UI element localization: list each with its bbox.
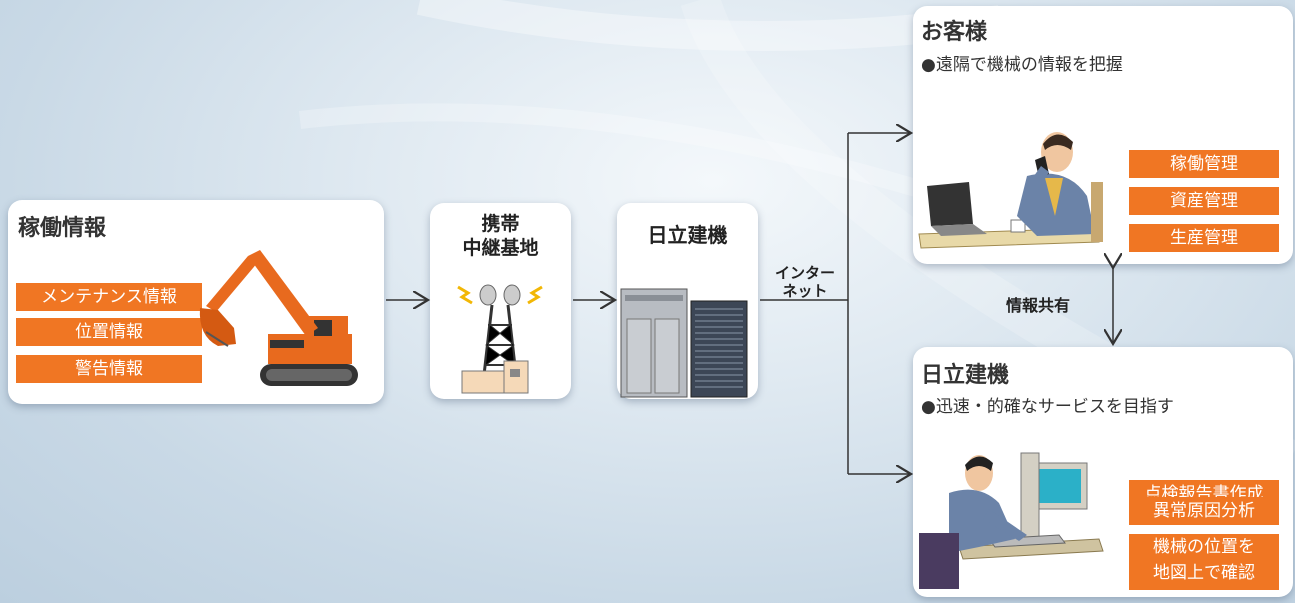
info-share-label: 情報共有	[1006, 296, 1071, 315]
hitachi-service-subtitle: ●迅速・的確なサービスを目指す	[921, 397, 1174, 417]
hitachi-server-card: 日立建機	[617, 203, 758, 399]
relay-title-line1: 携帯	[481, 213, 520, 235]
operation-info-card: 稼働情報 メンテナンス情報 位置情報 警告情報	[8, 200, 384, 404]
map-location-tag-line2: 地図上で確認	[1153, 563, 1255, 583]
location-info-tag: 位置情報	[16, 318, 202, 346]
customer-title: お客様	[921, 20, 988, 45]
internet-label-line1: インター	[774, 264, 835, 282]
hitachi-service-card: 日立建機 ●迅速・的確なサービスを目指す 点検報告書作成 異常原因分析 機械の位…	[913, 347, 1293, 597]
server-rack-icon	[620, 288, 748, 398]
production-management-tag: 生産管理	[1129, 224, 1279, 252]
internet-label-line2: ネット	[782, 282, 828, 300]
map-location-tag-line1: 機械の位置を	[1153, 537, 1255, 557]
operation-management-tag: 稼働管理	[1129, 150, 1279, 178]
hitachi-server-title: 日立建機	[647, 223, 728, 247]
map-location-tag: 機械の位置を 地図上で確認	[1129, 534, 1279, 590]
relay-station-card: 携帯 中継基地	[430, 203, 571, 399]
cell-tower-icon	[457, 284, 543, 394]
hitachi-service-title: 日立建機	[921, 363, 1010, 388]
computer-operator-icon	[919, 452, 1104, 589]
customer-card: お客様 ●遠隔で機械の情報を把握 稼働管理 資産管理 生産管理	[913, 6, 1293, 264]
maintenance-info-tag: メンテナンス情報	[16, 283, 202, 311]
operation-info-title: 稼働情報	[18, 216, 107, 241]
customer-subtitle: ●遠隔で機械の情報を把握	[921, 55, 1123, 75]
businessman-phone-icon	[918, 132, 1103, 249]
excavator-icon	[199, 250, 358, 386]
asset-management-tag: 資産管理	[1129, 187, 1279, 215]
failure-analysis-tag: 異常原因分析	[1129, 497, 1279, 525]
warning-info-tag: 警告情報	[16, 355, 202, 383]
relay-title-line2: 中継基地	[462, 237, 539, 259]
